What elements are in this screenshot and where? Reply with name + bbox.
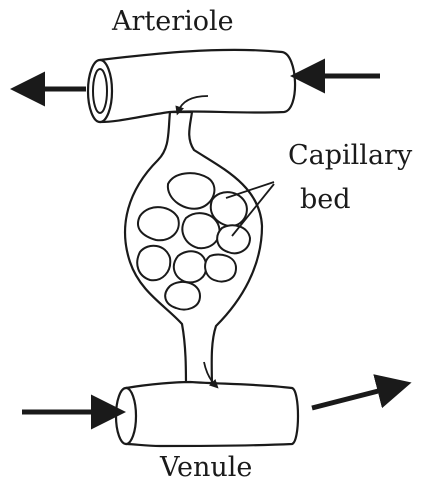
venule-label: Venule <box>159 452 252 483</box>
arteriole-label: Arteriole <box>111 6 234 37</box>
arrow-right-icon <box>312 386 398 408</box>
venule-vessel <box>126 382 298 446</box>
capillary-label-line2: bed <box>300 184 351 215</box>
venule-opening <box>116 388 136 444</box>
capillary-label-line1: Capillary <box>288 140 413 171</box>
arteriole-vessel <box>100 50 295 122</box>
